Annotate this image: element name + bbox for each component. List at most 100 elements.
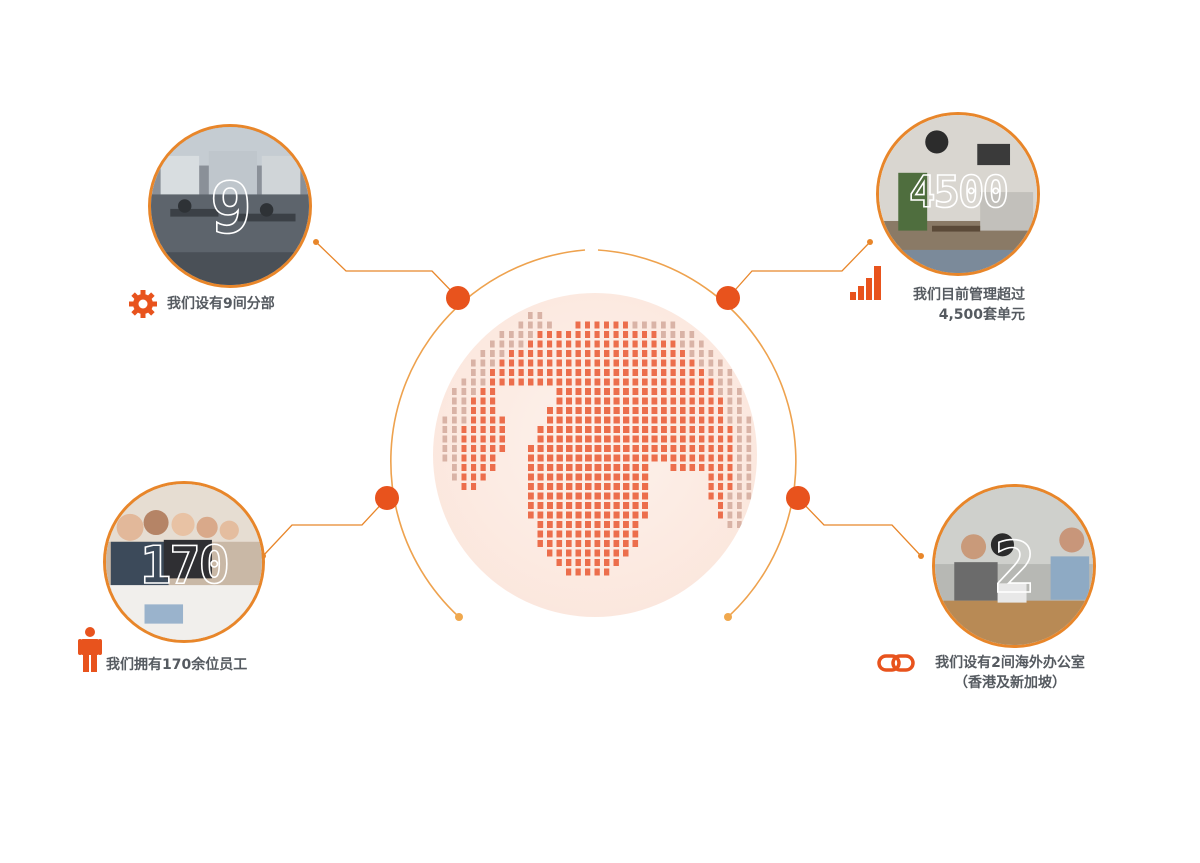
globe-dot [680, 369, 686, 376]
globe-dot [471, 464, 477, 471]
link-icon [877, 654, 915, 672]
globe-dot [528, 483, 534, 490]
globe-dot [566, 397, 573, 405]
globe-dot [718, 369, 723, 376]
globe-dot [670, 321, 676, 329]
globe-dot [518, 340, 524, 348]
globe-dot [746, 492, 752, 500]
globe-dot [594, 483, 602, 490]
globe-dot [727, 521, 733, 528]
globe-dot [499, 359, 505, 367]
globe-dot [632, 530, 639, 538]
globe-dot [556, 540, 563, 547]
globe-dot [737, 407, 742, 414]
globe-dot [632, 397, 639, 405]
globe-dot [547, 549, 553, 557]
globe-dot [461, 435, 467, 443]
globe-dot [718, 426, 724, 433]
globe-dot [604, 378, 610, 386]
globe-dot [699, 407, 705, 414]
globe-dot [518, 369, 524, 376]
globe-dot [585, 473, 592, 481]
globe-dot [509, 369, 515, 376]
globe-dot [746, 483, 752, 490]
photo-staff: 170 [103, 481, 265, 643]
globe-dot [509, 350, 514, 357]
globe-dot [556, 454, 563, 462]
globe-dot [499, 331, 505, 338]
globe-dot [480, 416, 486, 424]
globe-dot [594, 540, 601, 547]
globe-dot [566, 530, 572, 538]
globe-dot [604, 388, 610, 395]
globe-dot [471, 388, 476, 395]
globe-dot [585, 483, 592, 490]
globe-dot [585, 416, 592, 424]
globe-dot [623, 435, 630, 443]
globe-dot [547, 435, 554, 443]
globe-dot [556, 407, 563, 414]
globe-dot [547, 350, 553, 357]
globe-dot [556, 359, 562, 367]
globe-dot [737, 397, 742, 405]
node-bottom-right [786, 486, 810, 510]
connector-bottom-right [797, 497, 922, 557]
globe-dot [651, 378, 658, 386]
globe-dot [585, 568, 591, 576]
globe-dot [642, 426, 649, 433]
globe-dot [604, 559, 610, 566]
node-bottom-left [375, 486, 399, 510]
globe-dot [623, 407, 630, 414]
globe-dot [661, 331, 666, 338]
globe-dot [547, 416, 554, 424]
globe-dot [471, 378, 476, 386]
globe-dot [708, 378, 714, 386]
globe-dot [575, 464, 583, 471]
globe-dot [661, 350, 667, 357]
globe-dot [746, 445, 752, 452]
globe-dot [651, 369, 657, 376]
globe-dot [670, 464, 677, 471]
globe-dot [632, 369, 639, 376]
globe-dot [537, 511, 544, 519]
globe-dot [661, 340, 667, 348]
globe-dot [471, 483, 477, 490]
globe-dot [670, 397, 677, 405]
globe-dot [623, 445, 630, 452]
globe-dot [566, 568, 572, 576]
globe-dot [547, 407, 553, 414]
globe-dot [613, 492, 620, 500]
globe-dot [727, 426, 733, 433]
globe-dot [623, 540, 629, 547]
globe-dot [547, 321, 552, 329]
globe-dot [594, 416, 601, 424]
globe-dot [651, 407, 658, 414]
globe-dot [623, 416, 630, 424]
globe-dot [642, 473, 649, 481]
globe-dot [604, 331, 610, 338]
globe-dot [594, 407, 601, 414]
globe-dot [575, 483, 582, 490]
globe-dot [556, 502, 563, 509]
globe-dot [718, 435, 724, 443]
globe-dot [642, 378, 648, 386]
globe-dot [689, 435, 696, 443]
globe-dot [575, 568, 581, 576]
globe-dot [566, 549, 572, 557]
globe-dot [661, 407, 667, 414]
globe-dot [613, 454, 621, 462]
globe-dot [528, 359, 534, 367]
globe-dot [547, 530, 553, 538]
globe-dot [585, 378, 591, 386]
globe-dot [594, 549, 601, 557]
globe-dot [585, 549, 591, 557]
globe-dot [556, 559, 562, 566]
person-icon [78, 627, 102, 672]
globe-dot [661, 369, 667, 376]
globe-dot [737, 521, 742, 528]
globe-dot [613, 549, 620, 557]
globe-dot [727, 511, 733, 519]
globe-dot [585, 492, 592, 500]
globe-dot [452, 416, 457, 424]
arc-end-right [724, 613, 732, 621]
